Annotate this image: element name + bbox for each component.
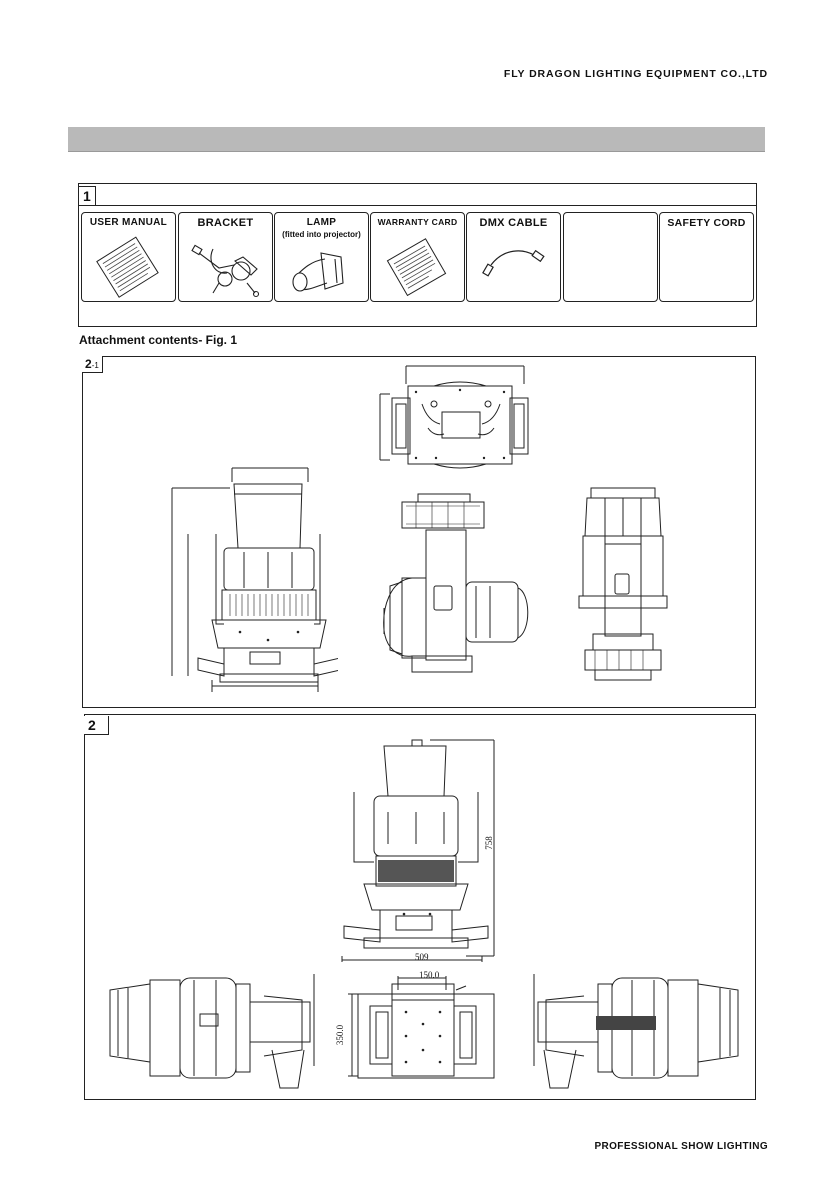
fixture-side-view-drawing <box>372 490 538 680</box>
fixture-base-drawing <box>344 972 504 1086</box>
company-name: FLY DRAGON LIGHTING EQUIPMENT CO.,LTD <box>504 68 768 80</box>
item-dmx-cable: DMX CABLE <box>466 212 561 302</box>
dmx-cable-icon <box>467 213 560 301</box>
attachment-panel-rule <box>78 205 756 206</box>
dimension-base-depth: 350.0 <box>335 1025 345 1045</box>
section-2-1-tag: 2-1 <box>82 356 103 373</box>
figure-caption: Attachment contents- Fig. 1 <box>79 333 237 347</box>
item-label: SAFETY CORD <box>660 217 753 229</box>
tag-main: 2 <box>85 357 92 371</box>
section-1-tag: 1 <box>78 186 96 206</box>
manual-icon <box>82 213 175 301</box>
item-safety-cord: SAFETY CORD <box>659 212 754 302</box>
item-bracket: BRACKET <box>178 212 273 302</box>
item-lamp: LAMP (fitted into projector) <box>274 212 369 302</box>
warranty-card-icon <box>371 213 464 301</box>
fixture-right-side-drawing <box>522 970 744 1090</box>
fixture-back-view-drawing <box>575 484 671 688</box>
section-2-tag: 2 <box>84 716 109 735</box>
fixture-front-dimension-drawing <box>334 734 506 964</box>
lamp-icon <box>275 213 368 301</box>
dimension-width: 509 <box>415 952 429 962</box>
dimension-base-width: 150.0 <box>419 970 439 980</box>
section-title-bar <box>68 127 765 152</box>
item-empty <box>563 212 658 302</box>
fixture-left-side-drawing <box>104 970 326 1090</box>
tag-sub: -1 <box>92 361 99 370</box>
item-user-manual: USER MANUAL <box>81 212 176 302</box>
dimension-height: 758 <box>484 836 494 850</box>
footer-text: PROFESSIONAL SHOW LIGHTING <box>594 1141 768 1152</box>
fixture-front-view-drawing <box>168 464 338 700</box>
bracket-icon <box>179 213 272 301</box>
item-warranty-card: WARRANTY CARD <box>370 212 465 302</box>
fixture-top-view-drawing <box>376 360 536 470</box>
